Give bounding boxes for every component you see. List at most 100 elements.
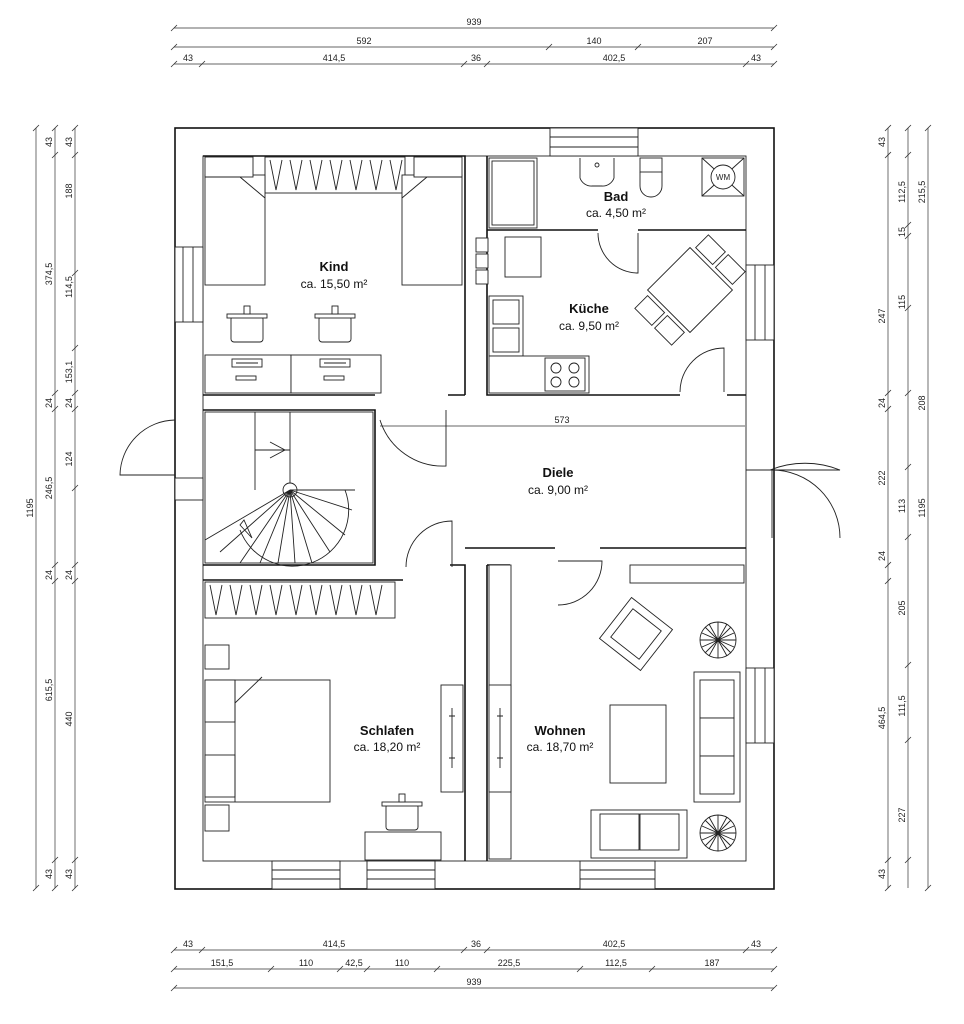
dim-bottom-402: 402,5: [603, 939, 626, 949]
dim-left-43c: 43: [64, 137, 74, 147]
dim-left-24d: 24: [64, 570, 74, 580]
dim-bottom-110b: 110: [395, 958, 409, 968]
dim-top-592: 592: [356, 36, 371, 46]
kind-bed-right: [401, 174, 463, 286]
dim-top-43a: 43: [183, 53, 193, 63]
dim-right-247: 247: [877, 308, 887, 323]
wm-label: WM: [716, 173, 731, 182]
kind-wardrobe: [264, 156, 406, 194]
kueche-door: [679, 347, 725, 393]
window-schlafen-1: [271, 860, 341, 890]
dim-right-111: 111,5: [897, 695, 907, 716]
room-area-bad: ca. 4,50 m²: [586, 206, 646, 220]
dim-left-24b: 24: [44, 570, 54, 580]
dim-right-112: 112,5: [897, 181, 907, 203]
schlafen-door: [405, 520, 453, 568]
dim-left-24a: 24: [44, 398, 54, 408]
kind-door: [379, 410, 447, 467]
dim-right-222: 222: [877, 470, 887, 485]
dim-bottom-939: 939: [466, 977, 481, 987]
plant-icon: [699, 814, 737, 852]
bad-toilet: [639, 157, 663, 173]
room-area-kind: ca. 15,50 m²: [301, 277, 368, 291]
bad-furniture: WM: [488, 157, 745, 229]
room-name-bad: Bad: [604, 189, 629, 204]
dim-bottom-43b: 43: [751, 939, 761, 949]
dim-bottom-110a: 110: [299, 958, 313, 968]
window-kueche: [745, 264, 775, 341]
window-kind: [174, 246, 204, 323]
room-area-schlafen: ca. 18,20 m²: [354, 740, 421, 754]
room-name-schlafen: Schlafen: [360, 723, 414, 738]
dim-right-24b: 24: [877, 551, 887, 561]
dim-right-43a: 43: [877, 137, 887, 147]
dim-bottom-112: 112,5: [605, 958, 627, 968]
schlafen-desk: [364, 831, 442, 861]
dim-top-414: 414,5: [323, 53, 346, 63]
bad-sink: [579, 158, 615, 187]
room-area-wohnen: ca. 18,70 m²: [527, 740, 594, 754]
dim-left-440: 440: [64, 711, 74, 726]
room-labels: Kind ca. 15,50 m² Bad ca. 4,50 m² Küche …: [301, 189, 646, 754]
dim-left-43d: 43: [64, 869, 74, 879]
plant-icon: [699, 621, 737, 659]
entrance-door-right: [746, 462, 841, 471]
wohnen-coffee-table: [609, 704, 667, 784]
dim-right-215: 215,5: [917, 181, 927, 204]
kind-chair-right: [314, 305, 356, 343]
window-stair: [174, 477, 204, 501]
room-area-kueche: ca. 9,50 m²: [559, 319, 619, 333]
dim-right-464: 464,5: [877, 707, 887, 730]
windows: [174, 127, 775, 890]
dim-left-43a: 43: [44, 137, 54, 147]
dim-left-188: 188: [64, 183, 74, 198]
kueche-stove: [544, 357, 586, 392]
dim-bottom-36: 36: [471, 939, 481, 949]
wohnen-furniture: [488, 564, 745, 860]
dim-top-939: 939: [466, 17, 481, 27]
dim-top-402: 402,5: [603, 53, 626, 63]
dim-bottom-187: 187: [704, 958, 719, 968]
dim-left-114: 114,5: [64, 276, 74, 298]
kind-desk-left: [204, 354, 292, 394]
dim-interior-573: 573: [554, 415, 569, 425]
dim-left-246: 246,5: [44, 477, 54, 500]
room-name-diele: Diele: [542, 465, 573, 480]
kueche-dining-table: [634, 234, 746, 346]
dim-top-140: 140: [586, 36, 601, 46]
room-area-diele: ca. 9,00 m²: [528, 483, 588, 497]
dim-right-1195: 1195: [917, 498, 927, 517]
dim-left-374: 374,5: [44, 263, 54, 286]
dim-right-227: 227: [897, 807, 907, 822]
window-wohnen-bottom: [579, 860, 656, 890]
walls: [174, 127, 775, 890]
staircase: [204, 411, 374, 567]
dim-top-43b: 43: [751, 53, 761, 63]
dim-bottom-42: 42,5: [345, 958, 363, 968]
dim-top-207: 207: [697, 36, 712, 46]
dim-bottom-225: 225,5: [498, 958, 521, 968]
dim-left-124: 124: [64, 451, 74, 466]
dim-left-43b: 43: [44, 869, 54, 879]
dim-right-115: 115: [897, 295, 907, 309]
dim-right-15: 15: [897, 227, 907, 237]
window-schlafen-2: [366, 860, 436, 890]
bad-door: [597, 232, 639, 274]
dim-bottom-414: 414,5: [323, 939, 346, 949]
dim-left-1195: 1195: [25, 498, 35, 517]
dim-bottom-151: 151,5: [211, 958, 234, 968]
dim-bottom-43a: 43: [183, 939, 193, 949]
dim-right-205: 205: [897, 600, 907, 615]
dim-left-24c: 24: [64, 398, 74, 408]
dim-left-615: 615,5: [44, 679, 54, 702]
wohnen-door: [557, 560, 603, 606]
dim-left-153: 153,1: [64, 361, 74, 384]
kind-bed-left: [204, 174, 266, 286]
schlafen-wardrobe: [204, 581, 396, 619]
dim-right-43b: 43: [877, 869, 887, 879]
room-name-wohnen: Wohnen: [534, 723, 585, 738]
entrance-door-left: [119, 419, 176, 476]
dimension-lines: 939 592 140 207 43 414,5 36 402,5 43 43 …: [25, 17, 932, 992]
dim-top-36: 36: [471, 53, 481, 63]
